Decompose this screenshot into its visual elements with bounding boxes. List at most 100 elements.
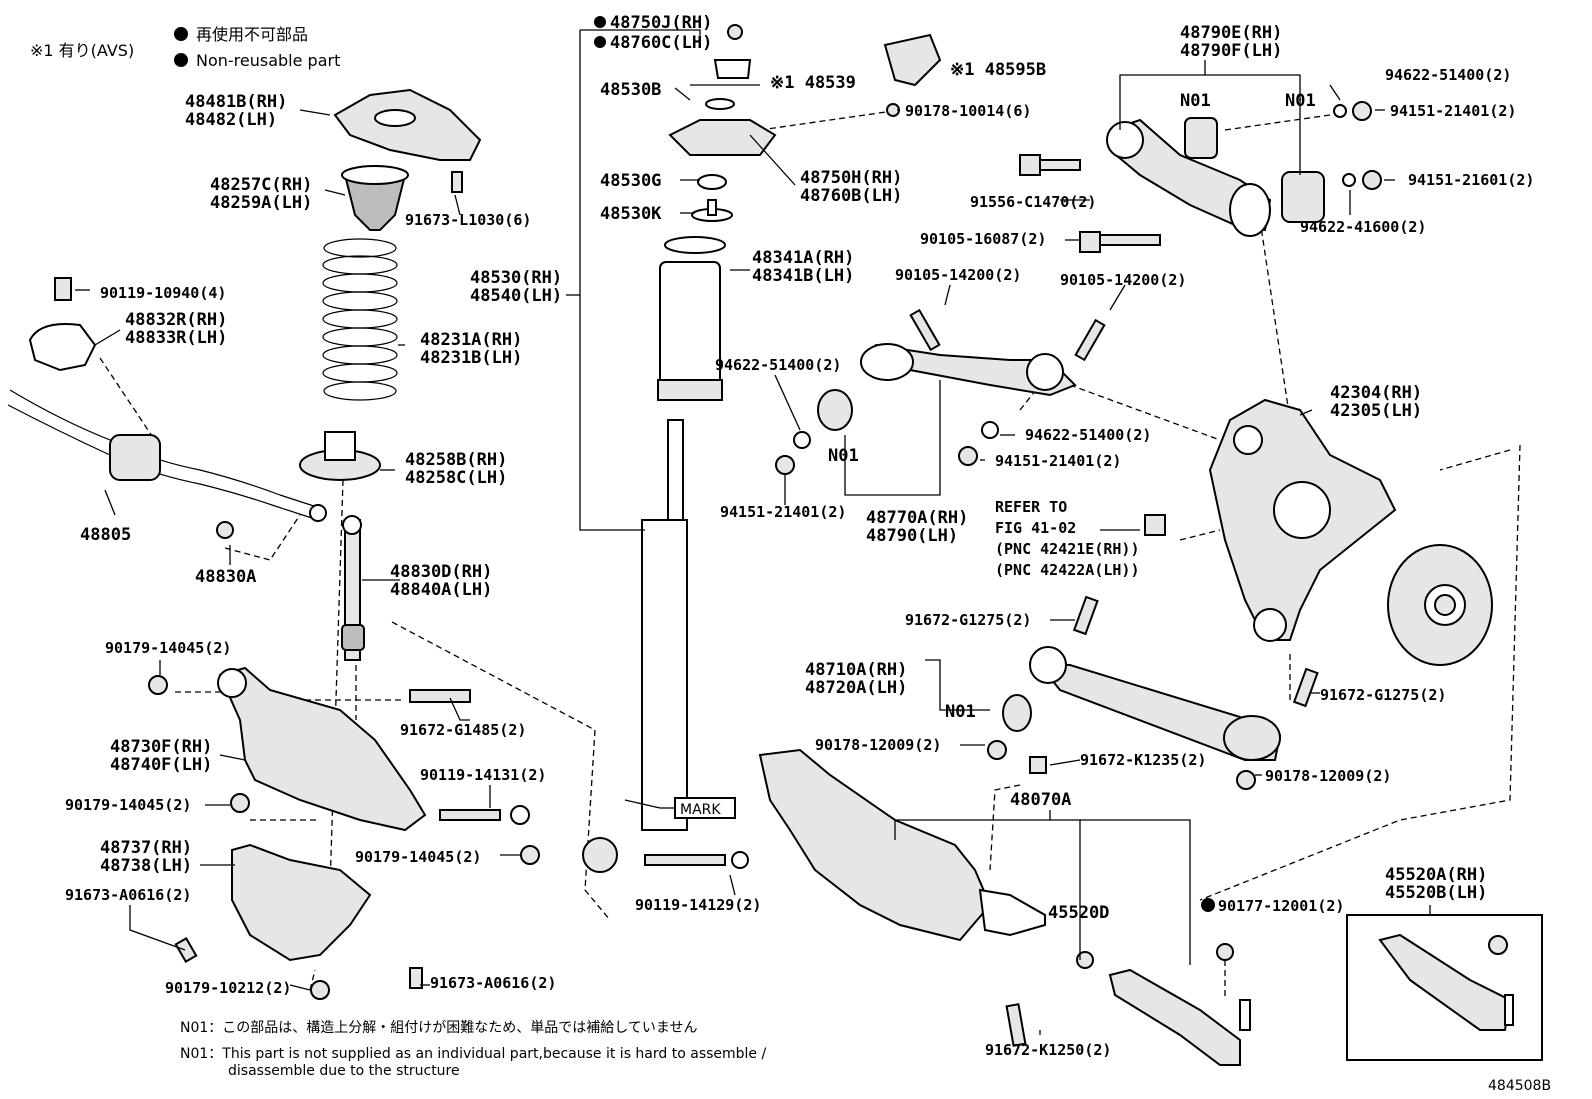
upper-arm-2 (775, 308, 1106, 475)
nonreusable-dot-icon (174, 53, 188, 67)
footnotes: N01：この部品は、構造上分解・組付けが困難なため、単品では補給していません N… (180, 1020, 766, 1079)
part-labels: 48481B(RH) 48482(LH) 48257C(RH) 48259A(L… (65, 13, 1551, 1094)
label-48341b: 48341B(LH) (752, 266, 854, 286)
label-48830d: 48830D(RH) (390, 562, 492, 582)
label-94151-21601: 94151-21601(2) (1408, 171, 1534, 189)
label-94622-51400-a: 94622-51400(2) (1385, 66, 1511, 84)
label-94151-21401-c: 94151-21401(2) (720, 503, 846, 521)
label-48539: ※1 48539 (770, 73, 856, 93)
label-48231a: 48231A(RH) (420, 330, 522, 350)
toe-link (1076, 898, 1251, 1066)
label-n01-b: N01 (1285, 91, 1316, 111)
label-48737: 48737(RH) (100, 838, 192, 858)
label-48790: 48790(LH) (866, 526, 958, 546)
label-48070a: 48070A (1010, 790, 1071, 810)
label-48720a: 48720A(LH) (805, 678, 907, 698)
label-90105-16087: 90105-16087(2) (920, 230, 1046, 248)
label-91672-g1485: 91672-G1485(2) (400, 721, 526, 739)
label-48750j: 48750J(RH) (610, 13, 712, 33)
label-94622-51400-b: 94622-51400(2) (715, 356, 841, 374)
label-48530g: 48530G (600, 171, 661, 191)
refer-line-1: REFER TO (995, 498, 1067, 516)
label-90177-12001: 90177-12001(2) (1218, 897, 1344, 915)
spring-seat (299, 431, 381, 481)
coil-spring (322, 238, 398, 401)
refer-line-2: FIG 41-02 (995, 519, 1076, 537)
label-48840a: 48840A(LH) (390, 580, 492, 600)
label-90179-14045-c: 90179-14045(2) (355, 848, 481, 866)
label-48540: 48540(LH) (470, 286, 562, 306)
lower-arm (148, 666, 540, 865)
label-48833r: 48833R(LH) (125, 328, 227, 348)
refer-line-4: (PNC 42422A(LH)) (995, 561, 1140, 579)
upper-arm-1 (1019, 101, 1382, 253)
label-90119-10940: 90119-10940(4) (100, 284, 226, 302)
label-90105-14200-a: 90105-14200(2) (895, 266, 1021, 284)
label-48258b: 48258B(RH) (405, 450, 507, 470)
label-48341a: 48341A(RH) (752, 248, 854, 268)
label-48738: 48738(LH) (100, 856, 192, 876)
label-48530b: 48530B (600, 80, 661, 100)
label-42305: 42305(LH) (1330, 401, 1422, 421)
label-mark: MARK (680, 802, 721, 818)
label-48710a: 48710A(RH) (805, 660, 907, 680)
lower-link (987, 595, 1319, 790)
label-48481b: 48481B(RH) (185, 92, 287, 112)
knuckle (1144, 398, 1397, 642)
label-48482: 48482(LH) (185, 110, 277, 130)
label-48770a: 48770A(RH) (866, 508, 968, 528)
label-n01-a: N01 (1180, 91, 1211, 111)
nonreusable-dot-icon (594, 36, 606, 48)
suspension-member (758, 748, 1046, 1047)
label-n01-c: N01 (828, 446, 859, 466)
label-90179-14045-b: 90179-14045(2) (65, 796, 191, 814)
leader-lines (75, 29, 1431, 1035)
label-48231b: 48231B(LH) (420, 348, 522, 368)
avs-note: ※1 有り(AVS) (30, 41, 134, 60)
label-n01-d: N01 (945, 702, 976, 722)
mount-boss (374, 109, 416, 127)
shock-absorber (582, 24, 942, 873)
label-48740f: 48740F(LH) (110, 755, 212, 775)
label-48259a: 48259A(LH) (210, 193, 312, 213)
label-91672-g1275-a: 91672-G1275(2) (905, 611, 1031, 629)
label-90178-12009-a: 90178-12009(2) (815, 736, 941, 754)
label-48750h: 48750H(RH) (800, 168, 902, 188)
legend: ※1 有り(AVS) 再使用不可部品 Non-reusable part (30, 25, 340, 70)
stabilizer-group (7, 277, 365, 661)
label-45520d: 45520D (1048, 903, 1109, 923)
hub-bearing (1387, 544, 1493, 666)
label-48805: 48805 (80, 525, 131, 545)
label-90179-10212: 90179-10212(2) (165, 979, 291, 997)
label-48595b: ※1 48595B (950, 60, 1046, 80)
label-94151-21401-b: 94151-21401(2) (995, 452, 1121, 470)
label-90179-14045-a: 90179-14045(2) (105, 639, 231, 657)
label-48257c: 48257C(RH) (210, 175, 312, 195)
nonreusable-dot-icon (174, 27, 188, 41)
label-90119-14131: 90119-14131(2) (420, 766, 546, 784)
label-48832r: 48832R(RH) (125, 310, 227, 330)
label-94622-41600: 94622-41600(2) (1300, 218, 1426, 236)
label-45520b: 45520B(LH) (1385, 883, 1487, 903)
nonreusable-jp: 再使用不可部品 (196, 25, 308, 44)
lower-arm-cover (174, 843, 423, 1000)
label-94151-21401-a: 94151-21401(2) (1390, 102, 1516, 120)
label-48830a: 48830A (195, 567, 256, 587)
label-48760b: 48760B(LH) (800, 186, 902, 206)
label-45520a: 45520A(RH) (1385, 865, 1487, 885)
label-94622-51400-c: 94622-51400(2) (1025, 426, 1151, 444)
label-90119-14129: 90119-14129(2) (635, 896, 761, 914)
label-48530k: 48530K (600, 204, 662, 224)
nonreusable-dot-icon (594, 16, 606, 28)
label-91673-l1030: 91673-L1030(6) (405, 211, 531, 229)
footnote-en-2: disassemble due to the structure (228, 1063, 460, 1079)
footnote-en-1: N01：This part is not supplied as an indi… (180, 1046, 766, 1062)
label-48530: 48530(RH) (470, 268, 562, 288)
nonreusable-en: Non-reusable part (196, 51, 340, 70)
label-48790f: 48790F(LH) (1180, 41, 1282, 61)
upper-support (333, 88, 482, 161)
label-48730f: 48730F(RH) (110, 737, 212, 757)
label-48790e: 48790E(RH) (1180, 23, 1282, 43)
label-48760c: 48760C(LH) (610, 33, 712, 53)
